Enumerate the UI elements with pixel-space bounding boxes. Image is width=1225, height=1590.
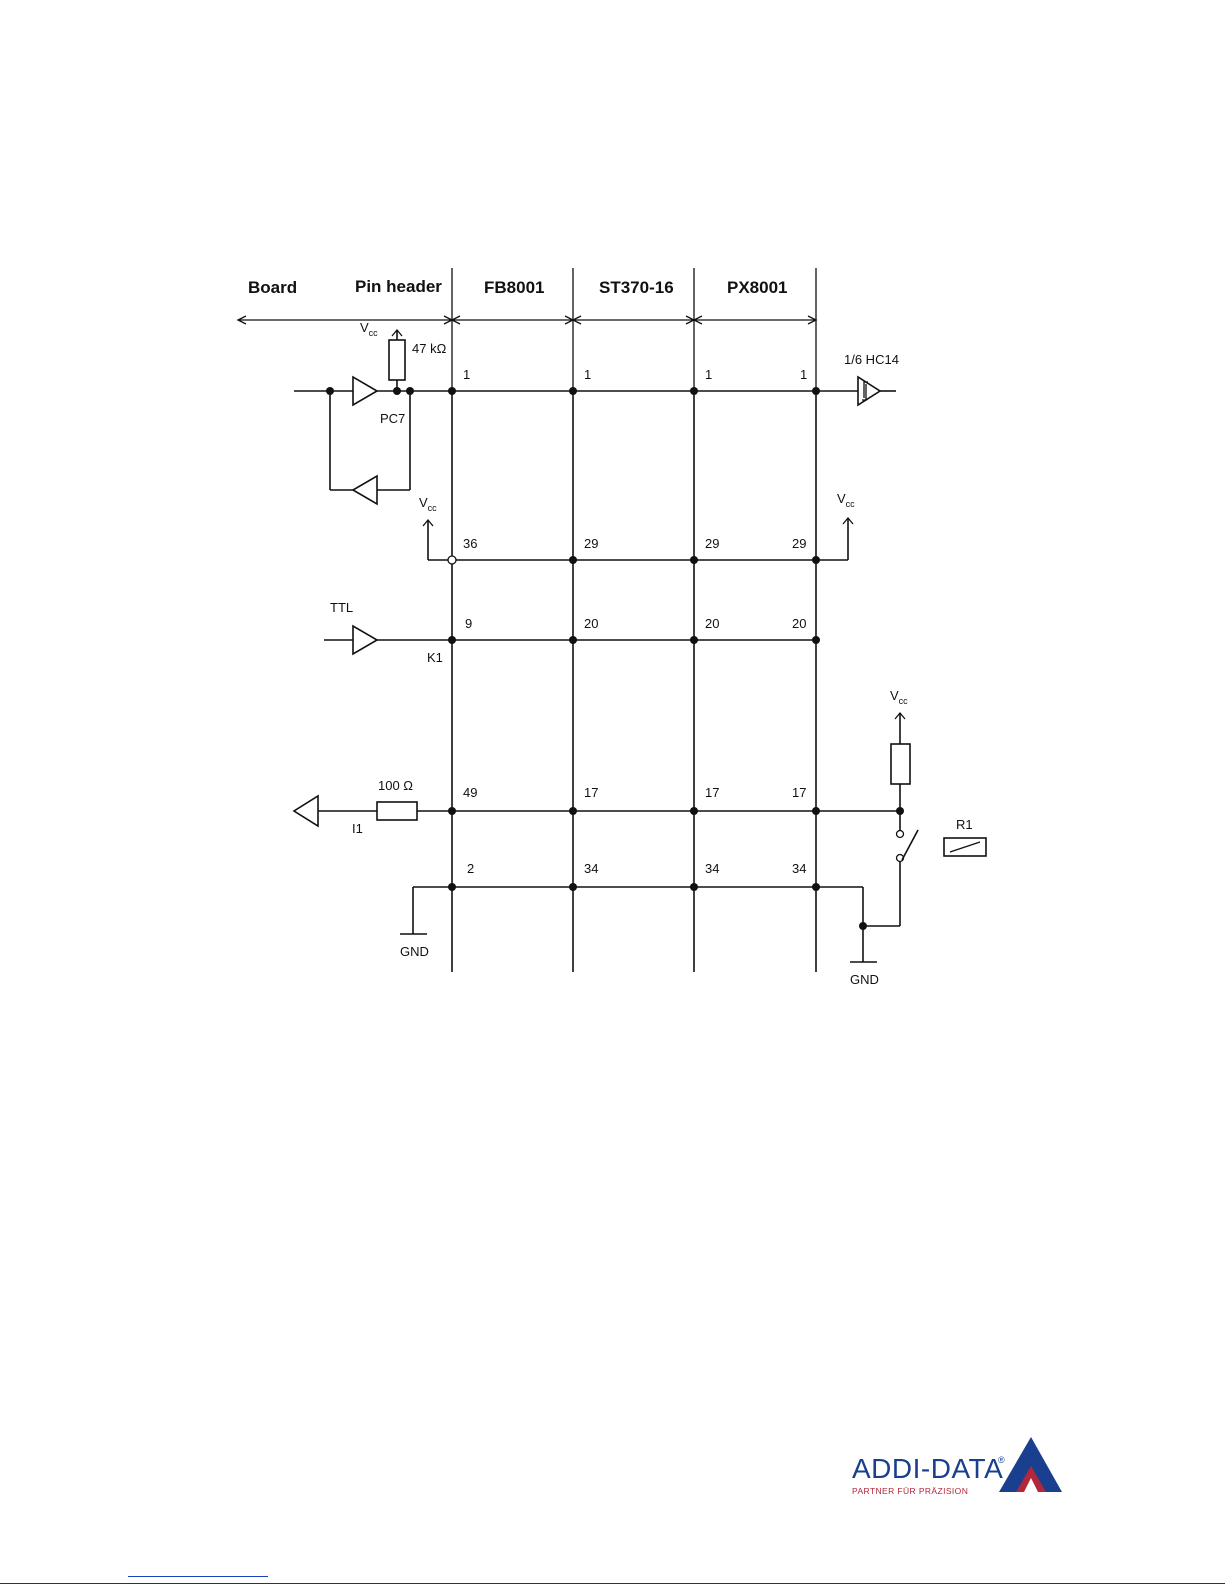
pin-px8001-right-20: 20 [792, 616, 806, 631]
pin-px8001-left-29: 29 [705, 536, 719, 551]
pin-st370-20: 20 [584, 616, 598, 631]
buffer-ttl-icon [353, 626, 377, 654]
header-pin-header: Pin header [355, 277, 442, 296]
row-relay: 100 Ω I1 Vcc R1 49 17 17 17 [294, 688, 986, 926]
pin-px8001-right-29: 29 [792, 536, 806, 551]
pin-px8001-right-1: 1 [800, 367, 807, 382]
label-ttl: TTL [330, 600, 353, 615]
pin-px8001-left-1: 1 [705, 367, 712, 382]
label-gnd-left: GND [400, 944, 429, 959]
label-k1: K1 [427, 650, 443, 665]
pin-px8001-right-17: 17 [792, 785, 806, 800]
row-pc7-signal: Vcc 47 kΩ PC7 1/6 HC14 1 1 1 1 [294, 320, 899, 504]
resistor-100-icon [377, 802, 417, 820]
schmitt-trigger-icon [858, 377, 880, 405]
resistor-47k-icon [389, 340, 405, 380]
logo-registered: ® [998, 1455, 1005, 1465]
span-arrows [238, 316, 816, 324]
vcc-label-left: Vcc [419, 495, 437, 513]
pin-st370-17: 17 [584, 785, 598, 800]
buffer-in-icon [353, 476, 377, 504]
label-47k: 47 kΩ [412, 341, 447, 356]
connector-bus-lines [452, 390, 816, 972]
footer-rule [0, 1583, 1225, 1584]
pin-px8001-left-17: 17 [705, 785, 719, 800]
label-gnd-right: GND [850, 972, 879, 987]
pin-fb8001-36: 36 [463, 536, 477, 551]
label-hc14: 1/6 HC14 [844, 352, 899, 367]
footer-link-underline [128, 1576, 268, 1577]
vcc-label-right: Vcc [837, 491, 855, 509]
header-fb8001: FB8001 [484, 278, 544, 297]
output-triangle-icon [294, 796, 318, 826]
label-i1: I1 [352, 821, 363, 836]
row-gnd: GND GND 2 34 34 34 [400, 861, 900, 987]
pin-px8001-left-20: 20 [705, 616, 719, 631]
label-pc7: PC7 [380, 411, 405, 426]
row-vcc: Vcc Vcc 36 29 29 29 [419, 491, 855, 564]
label-100-ohm: 100 Ω [378, 778, 413, 793]
pin-st370-1: 1 [584, 367, 591, 382]
relay-contact-icon [902, 830, 918, 860]
addi-data-logo: ADDI-DATA ® PARTNER FÜR PRÄZISION [852, 1437, 1062, 1496]
pin-fb8001-9: 9 [465, 616, 472, 631]
pin-fb8001-1: 1 [463, 367, 470, 382]
resistor-pullup-right-icon [891, 744, 910, 784]
row-ttl: TTL K1 9 20 20 20 [324, 600, 820, 665]
buffer-out-icon [353, 377, 377, 405]
pin-fb8001-49: 49 [463, 785, 477, 800]
pin-st370-29: 29 [584, 536, 598, 551]
pin-px8001-left-34: 34 [705, 861, 719, 876]
logo-name: ADDI-DATA [852, 1453, 1003, 1484]
pin-st370-34: 34 [584, 861, 598, 876]
logo-tagline: PARTNER FÜR PRÄZISION [852, 1486, 968, 1496]
header-px8001: PX8001 [727, 278, 788, 297]
vcc-label: Vcc [360, 320, 378, 338]
label-r1: R1 [956, 817, 973, 832]
header-board: Board [248, 278, 297, 297]
pin-px8001-right-34: 34 [792, 861, 806, 876]
vcc-label-relay: Vcc [890, 688, 908, 706]
pin-fb8001-2: 2 [467, 861, 474, 876]
header-st370-16: ST370-16 [599, 278, 674, 297]
